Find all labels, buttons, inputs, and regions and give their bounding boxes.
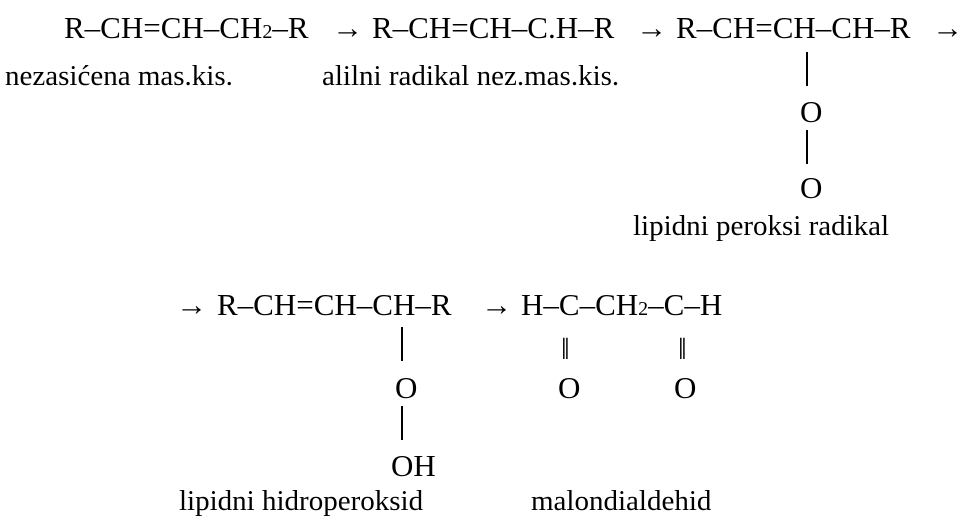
malondialdehyde-formula: H–C–CH2–C–H xyxy=(521,289,722,320)
reaction-arrow-3: → xyxy=(932,10,963,45)
malondialdehyde-label: malondialdehid xyxy=(531,485,712,517)
allyl-radical-label: alilni radikal nez.mas.kis. xyxy=(322,60,620,92)
formula-subscript: 2 xyxy=(638,298,649,320)
reaction-arrow-2: → xyxy=(636,10,667,45)
formula-part: H–C–CH xyxy=(521,287,639,322)
peroxy-radical-label: lipidni peroksi radikal xyxy=(633,210,890,242)
carbonyl-oxygen-1: O xyxy=(558,370,581,405)
carbonyl-oxygen-2: O xyxy=(674,370,697,405)
peroxy-oxygen-2: O xyxy=(800,170,823,205)
allyl-radical-formula: R–CH=CH–C.H–R xyxy=(372,10,615,45)
double-bond-1: ‖ xyxy=(561,331,570,366)
formula-part: –R xyxy=(272,10,309,45)
peroxy-bond-1 xyxy=(806,52,808,86)
formula-part: R–CH=CH–CH xyxy=(64,10,263,45)
peroxy-oxygen-1: O xyxy=(800,94,823,129)
peroxy-radical-formula: R–CH=CH–CH–R xyxy=(676,10,911,45)
hydroperoxide-label: lipidni hidroperoksid xyxy=(179,485,424,517)
double-bond-2: ‖ xyxy=(678,331,687,366)
hydroperoxide-formula: R–CH=CH–CH–R xyxy=(217,287,452,322)
formula-part: –C–H xyxy=(648,287,723,322)
peroxy-bond-2 xyxy=(806,130,808,164)
hydroperoxide-bond-1 xyxy=(401,327,403,361)
unsaturated-fatty-acid-formula: R–CH=CH–CH2–R xyxy=(64,12,309,43)
hydroperoxide-bond-2 xyxy=(401,406,403,440)
unsaturated-fatty-acid-label: nezasićena mas.kis. xyxy=(5,60,233,92)
hydroperoxide-oh: OH xyxy=(391,448,436,483)
reaction-arrow-1: → xyxy=(332,10,363,45)
reaction-arrow-4: → xyxy=(176,287,207,322)
hydroperoxide-oxygen: O xyxy=(395,370,418,405)
formula-subscript: 2 xyxy=(262,21,273,43)
reaction-arrow-5: → xyxy=(481,287,512,322)
